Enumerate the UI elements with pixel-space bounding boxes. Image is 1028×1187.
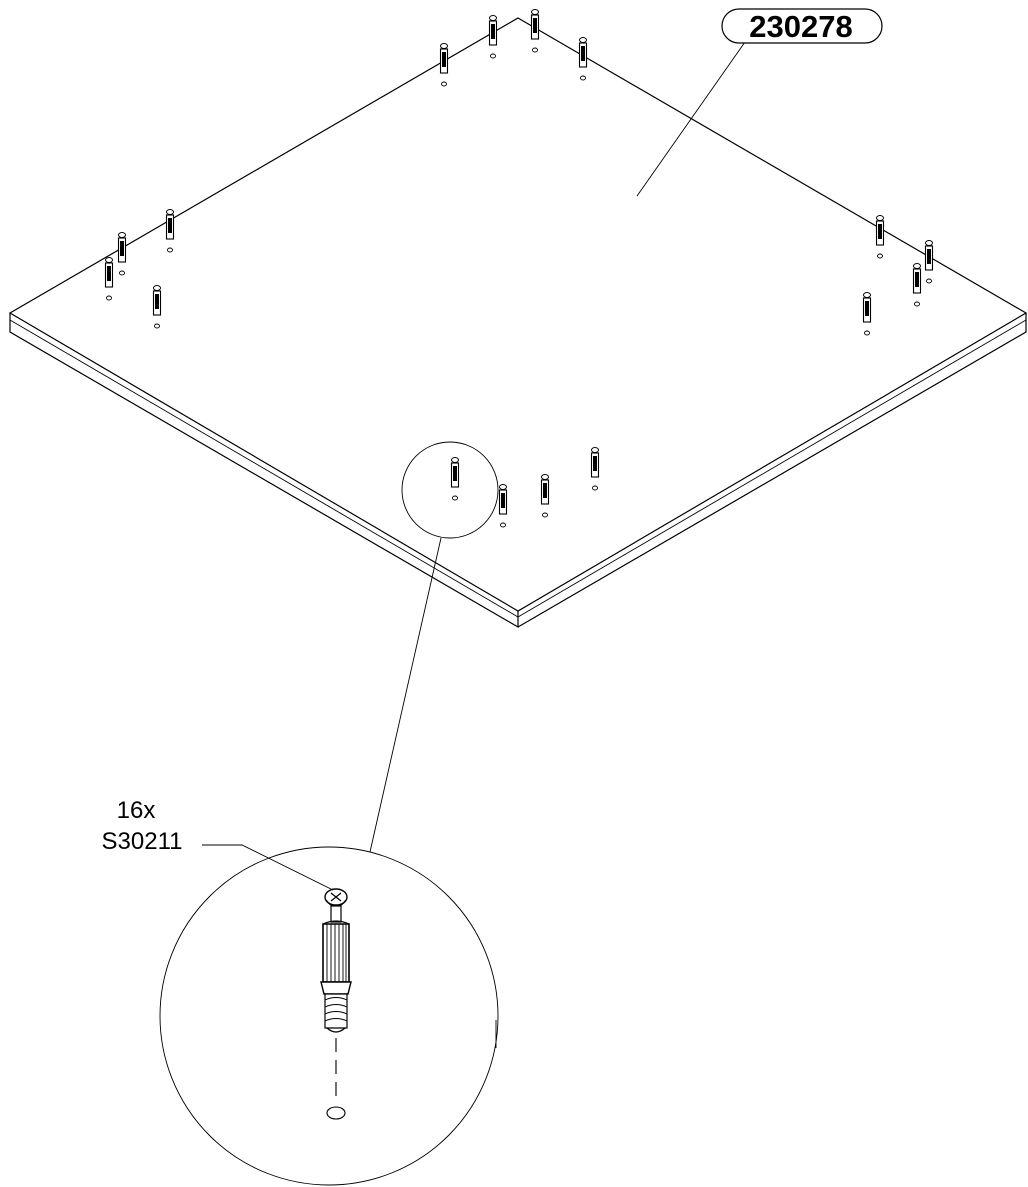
dowel-hole-icon [106,295,112,301]
dowel-hole-icon [154,323,160,329]
dowel-hole-icon [877,253,883,259]
dowel-icon [578,37,588,68]
dowel-hole-icon [864,330,870,336]
dowel-group [104,9,934,528]
part-number-label: 230278 [721,8,883,44]
detail-callout [369,441,499,853]
dowel-hole-icon [490,53,496,59]
hardware-quantity: 16x [117,797,156,824]
dowel-icon [498,484,508,515]
dowel-icon [117,232,127,263]
dowel-icon [875,215,885,246]
dowel-hole-icon [580,75,586,81]
dowel-hole-icon [119,270,125,276]
cam-dowel-icon [320,888,352,1033]
part-number-leader [636,41,746,197]
dowel-icon [912,263,922,294]
dowel-hole-icon [452,495,458,501]
dowel-icon [450,457,460,488]
dowel-icon [152,285,162,316]
dowel-icon [165,209,175,240]
dowel-icon [104,257,114,288]
dowel-hole-icon [542,512,548,518]
hole-icon [326,1106,346,1120]
part-number-text: 230278 [749,9,852,44]
dowel-hole-icon [500,522,506,528]
dowel-hole-icon [532,47,538,53]
dowel-hole-icon [592,485,598,491]
hardware-label: 16x S30211 [102,797,334,891]
hardware-code: S30211 [102,828,183,855]
dowel-icon [924,240,934,271]
dowel-icon [540,474,550,505]
dowel-hole-icon [926,278,932,284]
dowel-hole-icon [167,247,173,253]
dowel-icon [530,9,540,40]
dowel-hole-icon [914,301,920,307]
dowel-icon [439,43,449,74]
dowel-icon [862,292,872,323]
panel [8,17,1028,629]
detail-magnified [159,846,499,1186]
dowel-hole-icon [441,81,447,87]
dowel-icon [488,15,498,46]
dowel-icon [590,447,600,478]
